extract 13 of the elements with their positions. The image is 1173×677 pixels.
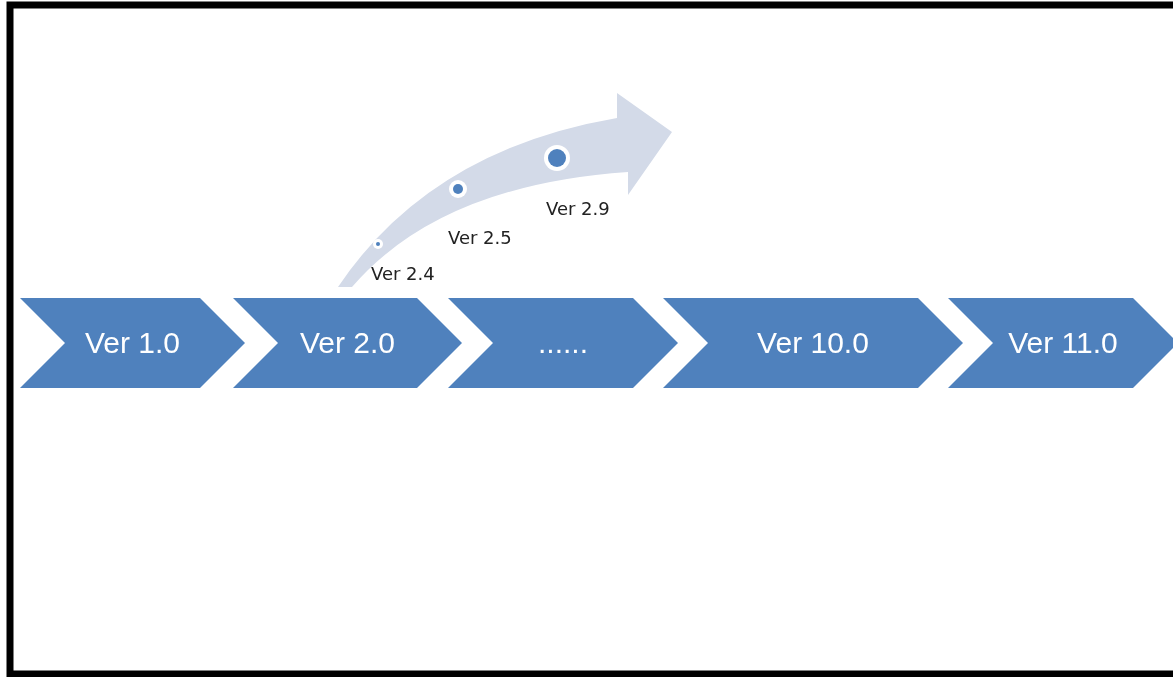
chevron-step xyxy=(233,298,462,388)
step-label: Ver 1.0 xyxy=(84,326,181,360)
version-label: Ver 2.9 xyxy=(546,198,610,219)
step-label: Ver 11.0 xyxy=(1008,326,1118,360)
version-label: Ver 2.5 xyxy=(448,227,512,248)
step-label: Ver 2.0 xyxy=(299,326,396,360)
step-label: Ver 10.0 xyxy=(757,326,869,360)
step-label: ...... xyxy=(538,326,588,360)
chevron-step xyxy=(448,298,678,388)
chevron-step xyxy=(663,298,963,388)
chevron-step xyxy=(20,298,245,388)
chevron-step xyxy=(948,298,1173,388)
version-label: Ver 2.4 xyxy=(371,263,435,284)
